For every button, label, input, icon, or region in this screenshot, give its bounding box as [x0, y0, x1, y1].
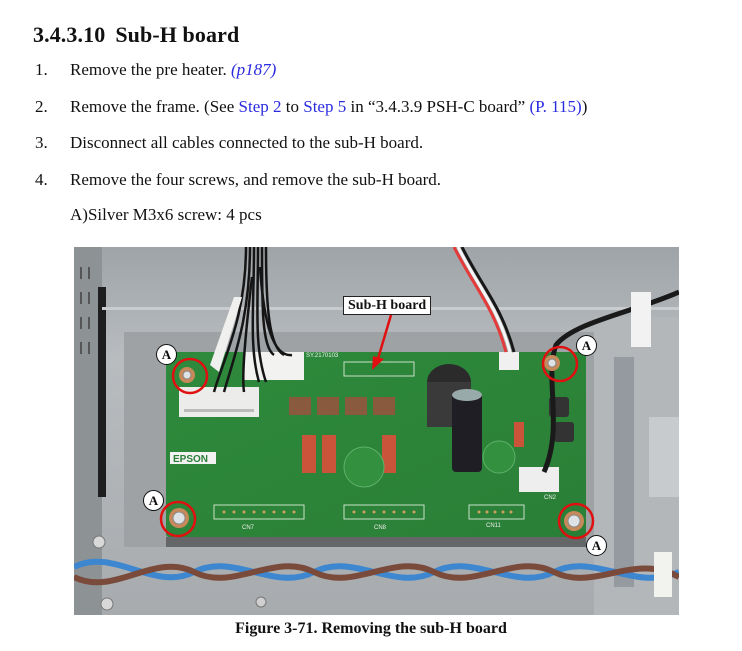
- step-number: 2.: [35, 97, 48, 116]
- screw-callout-rings: [159, 345, 595, 540]
- step-text: Remove the pre heater.: [70, 60, 231, 79]
- step-1: 1. Remove the pre heater. (p187): [35, 60, 276, 80]
- svg-text:SY.2170103: SY.2170103: [306, 353, 339, 359]
- arrow-icon: [375, 314, 393, 363]
- section-number: 3.4.3.10: [33, 22, 106, 47]
- link-step-5[interactable]: Step 5: [303, 97, 347, 116]
- step-text: to: [281, 97, 304, 116]
- step-number: 1.: [35, 60, 48, 79]
- step-text: in “3.4.3.9 PSH-C board”: [346, 97, 530, 116]
- step-text: Remove the four screws, and remove the s…: [70, 170, 442, 189]
- board-photo-illustration: EPSON CN7 CN8 CN11 CN2 SY.2170103: [74, 247, 679, 615]
- section-title: Sub-H board: [115, 22, 240, 47]
- link-p115[interactable]: (P. 115): [529, 97, 582, 116]
- brand-text: EPSON: [173, 454, 208, 465]
- svg-text:CN8: CN8: [374, 525, 387, 531]
- svg-text:CN2: CN2: [544, 495, 557, 501]
- svg-text:CN11: CN11: [486, 523, 502, 529]
- link-p187[interactable]: (p187): [230, 60, 277, 79]
- figure-caption: Figure 3-71. Removing the sub-H board: [235, 620, 507, 637]
- callout-a-bottom-left: A: [143, 490, 164, 511]
- svg-text:CN7: CN7: [242, 525, 255, 531]
- step-text: Disconnect all cables connected to the s…: [70, 133, 424, 152]
- figure-photo: EPSON CN7 CN8 CN11 CN2 SY.2170103: [74, 247, 679, 615]
- callout-a-top-left: A: [156, 344, 177, 365]
- step-text: ): [581, 97, 588, 116]
- figure-label-sub-h-board: Sub-H board: [343, 296, 432, 315]
- link-step-2[interactable]: Step 2: [238, 97, 282, 116]
- step-number: 4.: [35, 170, 48, 189]
- callout-a-bottom-right: A: [586, 535, 607, 556]
- step-number: 3.: [35, 133, 48, 152]
- step-3: 3. Disconnect all cables connected to the…: [35, 133, 423, 153]
- screw-note: A)Silver M3x6 screw: 4 pcs: [70, 205, 262, 224]
- step-2: 2. Remove the frame. (See Step 2 to Step …: [35, 97, 587, 117]
- section-heading: 3.4.3.10 Sub-H board: [33, 22, 239, 48]
- step-4: 4. Remove the four screws, and remove the…: [35, 170, 441, 190]
- step-text: Remove the frame. (See: [70, 97, 239, 116]
- callout-a-top-right: A: [576, 335, 597, 356]
